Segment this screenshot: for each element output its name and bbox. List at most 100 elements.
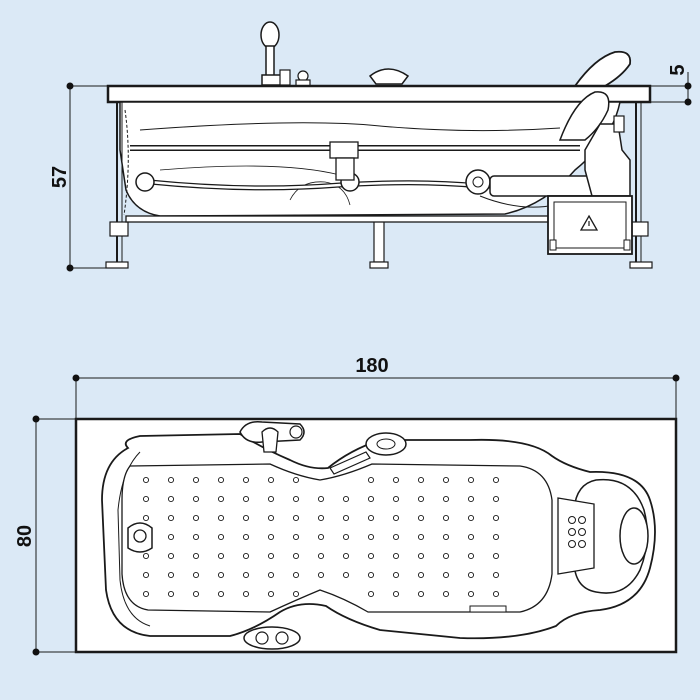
massage-dimple xyxy=(167,476,175,484)
massage-dimple xyxy=(217,495,225,503)
massage-dimple xyxy=(217,571,225,579)
massage-dimple xyxy=(342,552,350,560)
massage-dimple xyxy=(442,476,450,484)
massage-dimple xyxy=(242,476,250,484)
jets-side xyxy=(135,141,491,195)
top-view: 180 80 xyxy=(14,355,680,656)
massage-dimple xyxy=(467,552,475,560)
massage-dimple xyxy=(392,590,400,598)
control-panel xyxy=(243,626,301,650)
massage-dimple xyxy=(367,552,375,560)
massage-dimple xyxy=(292,476,300,484)
massage-dimple xyxy=(292,552,300,560)
massage-dimple xyxy=(417,533,425,541)
massage-dimple xyxy=(442,514,450,522)
frame-legs xyxy=(105,102,653,269)
massage-dimple xyxy=(342,571,350,579)
massage-dimple xyxy=(167,571,175,579)
massage-dimple xyxy=(292,590,300,598)
massage-dimple xyxy=(417,590,425,598)
massage-dimple xyxy=(142,571,150,579)
massage-dimple xyxy=(242,514,250,522)
massage-dimple xyxy=(267,552,275,560)
massage-dimple xyxy=(242,590,250,598)
massage-dimple xyxy=(192,552,200,560)
massage-dimple xyxy=(467,590,475,598)
massage-dimple xyxy=(167,495,175,503)
overflow-top xyxy=(365,432,407,456)
massage-dimple xyxy=(267,476,275,484)
massage-dimple xyxy=(442,571,450,579)
massage-dimple xyxy=(417,571,425,579)
massage-dimple xyxy=(492,514,500,522)
massage-dimple xyxy=(392,476,400,484)
massage-dimple xyxy=(467,514,475,522)
massage-dimple xyxy=(417,476,425,484)
massage-dimple xyxy=(142,476,150,484)
massage-dimple xyxy=(467,476,475,484)
massage-dimple xyxy=(242,533,250,541)
massage-dimple xyxy=(442,533,450,541)
faucet-mixer xyxy=(260,21,311,87)
massage-dimple xyxy=(267,590,275,598)
dimension-rim: 5 xyxy=(650,64,692,106)
massage-dimple xyxy=(167,533,175,541)
massage-dimple xyxy=(392,533,400,541)
massage-dimple xyxy=(267,514,275,522)
massage-dimple xyxy=(167,514,175,522)
massage-dimple xyxy=(492,571,500,579)
grab-handle xyxy=(329,451,371,475)
massage-dimple xyxy=(292,514,300,522)
headrest xyxy=(573,50,632,87)
massage-dimple xyxy=(367,533,375,541)
massage-dimple xyxy=(342,533,350,541)
massage-dimple xyxy=(367,476,375,484)
massage-dimple xyxy=(267,571,275,579)
massage-dimple xyxy=(192,476,200,484)
massage-dimple xyxy=(142,514,150,522)
massage-dimple xyxy=(342,514,350,522)
side-view: 57 5 xyxy=(49,21,692,272)
dimension-height-label: 57 xyxy=(49,166,71,188)
massage-dimple xyxy=(242,495,250,503)
massage-dimple xyxy=(317,495,325,503)
massage-dimple xyxy=(392,552,400,560)
massage-dimple xyxy=(417,514,425,522)
massage-dimple xyxy=(167,552,175,560)
massage-dimple xyxy=(267,495,275,503)
massage-dimple xyxy=(192,571,200,579)
tub-body xyxy=(119,101,621,217)
massage-dimple xyxy=(342,495,350,503)
massage-dimple xyxy=(292,571,300,579)
massage-dimple xyxy=(467,495,475,503)
massage-dimple xyxy=(217,514,225,522)
massage-dimple xyxy=(317,552,325,560)
massage-dimple xyxy=(142,590,150,598)
dimension-height: 57 xyxy=(49,82,108,272)
drain-top xyxy=(127,522,153,553)
massage-dimple xyxy=(492,590,500,598)
dimension-width-label: 80 xyxy=(14,525,36,547)
massage-dimple xyxy=(242,552,250,560)
massage-dimple xyxy=(192,533,200,541)
massage-dimple xyxy=(192,495,200,503)
massage-dimple xyxy=(217,552,225,560)
massage-dimple xyxy=(442,552,450,560)
massage-dimple xyxy=(367,495,375,503)
massage-dimple xyxy=(392,514,400,522)
warning-triangle-icon xyxy=(579,214,599,231)
massage-dimple xyxy=(217,533,225,541)
drain-knob xyxy=(368,68,410,85)
massage-dimples xyxy=(142,476,500,598)
massage-dimple xyxy=(317,514,325,522)
massage-dimple xyxy=(392,495,400,503)
dimension-width: 80 xyxy=(14,415,76,656)
massage-dimple xyxy=(367,571,375,579)
massage-dimple xyxy=(367,514,375,522)
massage-dimple xyxy=(292,533,300,541)
massage-dimple xyxy=(167,590,175,598)
massage-dimple xyxy=(417,552,425,560)
back-jets xyxy=(557,497,595,575)
tub-rim xyxy=(106,84,652,104)
